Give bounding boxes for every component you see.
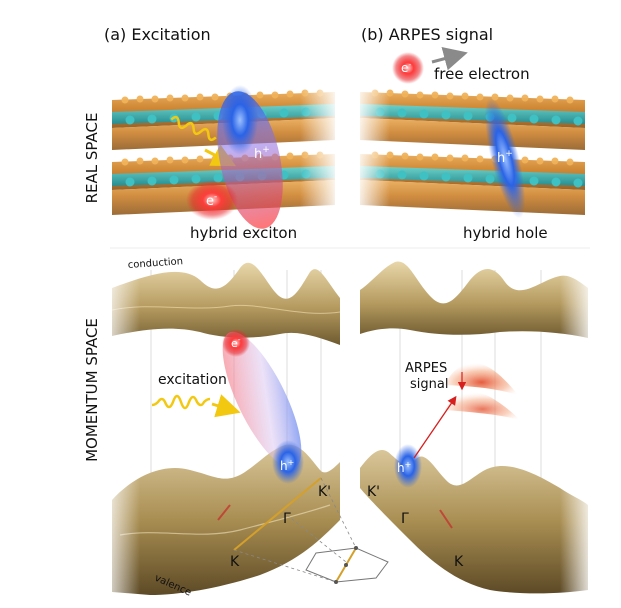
panel-b-title: (b) ARPES signal (361, 25, 493, 44)
hole-symbol-b: h (497, 151, 505, 166)
hole-symbol-k-h: h (280, 459, 288, 473)
panel-a-title: (a) Excitation (104, 25, 211, 44)
real-space-lattice-right (355, 88, 585, 218)
conduction-surface-left (100, 260, 341, 350)
row-label-real-space: REAL SPACE (83, 113, 101, 204)
arpes-arrow (413, 395, 457, 459)
electron-symbol-k-e: e (231, 337, 238, 350)
gamma-left: Γ (283, 511, 291, 527)
free-electron (392, 52, 424, 84)
hole-symbol-k-charge: + (288, 458, 295, 467)
excitation-label: excitation (158, 372, 227, 388)
row-label-momentum-space: MOMENTUM SPACE (83, 318, 101, 462)
k-prime-left: K' (318, 484, 331, 500)
hole-symbol-k: h+ (280, 458, 294, 473)
hybrid-hole-cloud (484, 97, 526, 219)
valence-surface-right (360, 450, 595, 600)
gamma-right: Γ (401, 511, 409, 527)
electron-symbol: e (206, 194, 214, 209)
electron-symbol-k: e- (231, 335, 241, 350)
kspace-hole-right (394, 444, 422, 488)
conduction-surface-right (360, 260, 595, 350)
free-electron-label: free electron (434, 65, 530, 83)
free-electron-charge: - (408, 60, 411, 69)
free-electron-arrow (431, 47, 468, 71)
k-left: K (230, 554, 240, 570)
hybrid-hole-label: hybrid hole (463, 224, 548, 242)
hole-symbol: h (254, 147, 262, 162)
free-electron-symbol: e- (401, 60, 411, 75)
hole-symbol-real: h+ (254, 145, 270, 162)
k-prime-right: K' (367, 484, 380, 500)
hybrid-exciton-label: hybrid exciton (190, 224, 297, 242)
hole-symbol-real-b: h+ (497, 149, 513, 166)
hole-symbol-kr-h: h (397, 461, 405, 475)
arpes-signal-cones (445, 363, 520, 420)
free-electron-e: e (401, 61, 408, 75)
photon-wave-kspace (151, 394, 241, 418)
electron-charge: - (214, 192, 217, 202)
electron-symbol-real: e- (206, 192, 217, 209)
conduction-label: conduction (127, 256, 183, 271)
kspace-exciton (222, 329, 304, 484)
arpes-label-line1: ARPES (405, 361, 447, 376)
valence-surface-left (100, 444, 340, 600)
k-right: K (454, 554, 464, 570)
hole-charge: + (262, 145, 270, 155)
brillouin-zone-inset (233, 477, 389, 584)
hole-charge-b: + (505, 149, 513, 159)
electron-symbol-k-charge: - (238, 335, 241, 344)
hole-symbol-kr-charge: + (405, 460, 412, 469)
arpes-label-line2: signal (410, 377, 448, 392)
hole-symbol-k-right: h+ (397, 460, 411, 475)
hybrid-exciton-cloud (186, 85, 283, 229)
